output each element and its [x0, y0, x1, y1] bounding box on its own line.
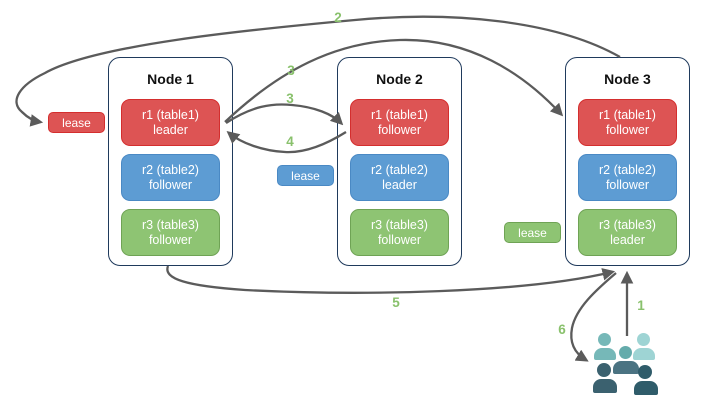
replica-label: r2 (table2)	[371, 162, 428, 177]
replica-role: leader	[382, 177, 417, 192]
node3-replica-r2: r2 (table2) follower	[578, 154, 677, 201]
replica-label: r3 (table3)	[371, 217, 428, 232]
replica-label: r3 (table3)	[142, 217, 199, 232]
replica-label: r2 (table2)	[142, 162, 199, 177]
step-label-3b: 3	[286, 91, 294, 106]
node2-replica-r3: r3 (table3) follower	[350, 209, 449, 256]
node-2-title: Node 2	[376, 71, 423, 87]
step-label-3a: 3	[287, 63, 295, 78]
replica-label: r1 (table1)	[599, 107, 656, 122]
node1-replica-r2: r2 (table2) follower	[121, 154, 220, 201]
arrow-step5-node1-to-node3	[166, 265, 616, 294]
arrow-step3-node1-to-node2	[225, 103, 344, 126]
replica-role: follower	[605, 177, 650, 192]
lease-badge-green: lease	[504, 222, 561, 243]
step-label-6: 6	[558, 322, 566, 337]
node-3: Node 3 r1 (table1) follower r2 (table2) …	[565, 57, 690, 266]
step-label-5: 5	[392, 295, 400, 310]
step-label-4: 4	[286, 134, 294, 149]
replica-role: follower	[377, 232, 422, 247]
replica-role: follower	[148, 177, 193, 192]
replica-role: follower	[605, 122, 650, 137]
node3-replica-r1: r1 (table1) follower	[578, 99, 677, 146]
replica-role: follower	[377, 122, 422, 137]
node-2: Node 2 r1 (table1) follower r2 (table2) …	[337, 57, 462, 266]
replica-label: r3 (table3)	[599, 217, 656, 232]
replica-label: r1 (table1)	[371, 107, 428, 122]
users-icon	[593, 333, 661, 395]
lease-badge-blue: lease	[277, 165, 334, 186]
node2-replica-r2: r2 (table2) leader	[350, 154, 449, 201]
lease-badge-red: lease	[48, 112, 105, 133]
node-3-title: Node 3	[604, 71, 651, 87]
step-label-1: 1	[637, 298, 645, 313]
replica-role: leader	[610, 232, 645, 247]
node2-replica-r1: r1 (table1) follower	[350, 99, 449, 146]
replica-role: leader	[153, 122, 188, 137]
node1-replica-r3: r3 (table3) follower	[121, 209, 220, 256]
node-1-title: Node 1	[147, 71, 194, 87]
node-1: Node 1 r1 (table1) leader r2 (table2) fo…	[108, 57, 233, 266]
node1-replica-r1: r1 (table1) leader	[121, 99, 220, 146]
replica-role: follower	[148, 232, 193, 247]
step-label-2: 2	[334, 10, 342, 25]
node3-replica-r3: r3 (table3) leader	[578, 209, 677, 256]
replica-label: r1 (table1)	[142, 107, 199, 122]
replica-label: r2 (table2)	[599, 162, 656, 177]
